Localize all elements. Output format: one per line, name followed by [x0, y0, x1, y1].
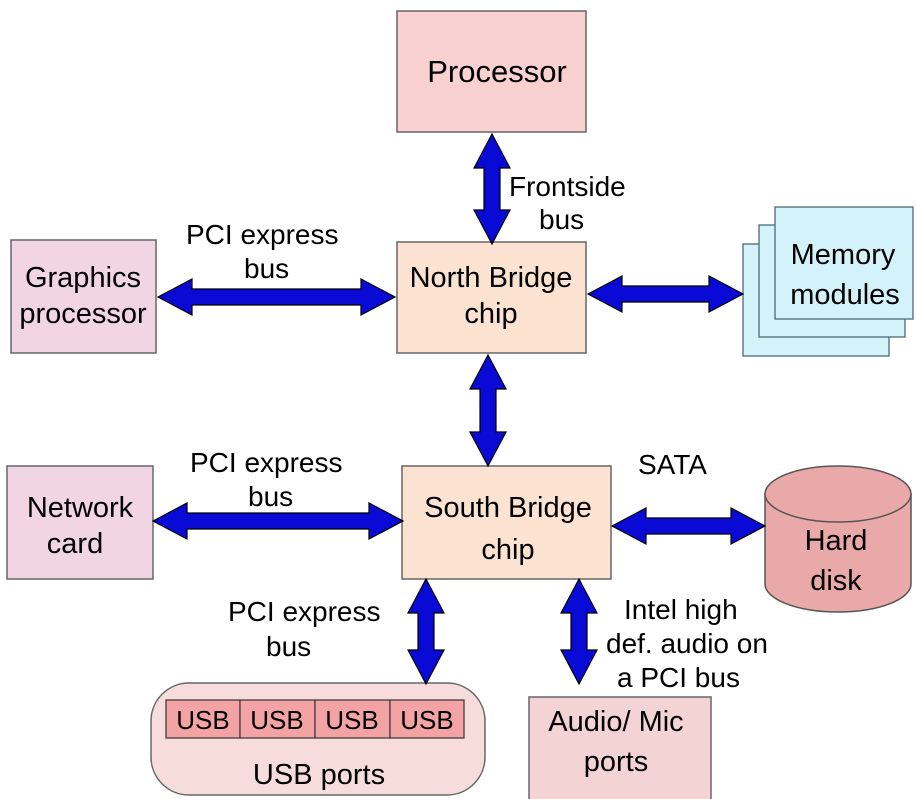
audio-mic-ports-box [528, 696, 712, 799]
graphics-pci-bus-label-line1: PCI express [186, 219, 339, 250]
north-bridge-label-line2: chip [464, 298, 517, 330]
usb-cell-3 [314, 699, 391, 739]
audio-bus-label-line1: Intel high [624, 594, 738, 625]
usb-ports-node: USB USB USB USB USB ports [150, 682, 486, 796]
audio-mic-ports-label-line2: ports [584, 746, 648, 778]
north-bridge-label-line1: North Bridge [410, 262, 573, 294]
frontside-bus-label-line1: Frontside [509, 171, 626, 202]
processor-box [396, 10, 587, 133]
audio-mic-ports-node: Audio/ Mic ports [528, 696, 712, 799]
network-pci-bus-label-line2: bus [248, 481, 293, 512]
north-bridge-node: North Bridge chip [396, 241, 587, 354]
audio-mic-ports-label-line1: Audio/ Mic [548, 706, 683, 738]
usb-pci-bus-label-line1: PCI express [228, 596, 381, 627]
usb-pci-bus-arrow [407, 577, 445, 686]
graphics-pci-bus-label-line2: bus [244, 253, 289, 284]
usb-cell-1-label: USB [176, 705, 229, 735]
hard-disk-label-line1: Hard [805, 525, 868, 557]
network-pci-bus-arrow [151, 502, 405, 540]
network-card-label-line2: card [47, 528, 103, 560]
south-bridge-box [401, 465, 612, 580]
usb-ports-label: USB ports [253, 759, 385, 791]
audio-bus-label-line3: a PCI bus [617, 662, 740, 693]
south-bridge-node: South Bridge chip [401, 465, 612, 580]
graphics-processor-label-line2: processor [19, 298, 147, 330]
frontside-bus-arrow [473, 132, 511, 246]
memory-bus-arrow [586, 275, 745, 313]
north-bridge-box [396, 241, 587, 354]
network-card-box [6, 465, 154, 580]
graphics-processor-node: Graphics processor [10, 239, 157, 354]
usb-cell-2 [239, 699, 316, 739]
edge-labels: Frontside bus PCI express bus PCI expres… [186, 171, 768, 693]
hard-disk-body [764, 493, 912, 613]
memory-label-line2: modules [790, 279, 900, 311]
south-bridge-label-line1: South Bridge [424, 492, 592, 524]
audio-bus-arrow [560, 577, 598, 686]
hard-disk-label-line2: disk [810, 565, 862, 597]
sata-bus-arrow [610, 507, 767, 545]
memory-module-front [774, 206, 914, 320]
usb-cell-4 [389, 699, 465, 739]
usb-cells: USB USB USB USB [165, 699, 465, 739]
usb-cell-4-label: USB [400, 705, 453, 735]
processor-label: Processor [427, 54, 567, 89]
memory-label-line1: Memory [791, 239, 896, 271]
network-card-label-line1: Network [27, 492, 134, 524]
hard-disk-top [764, 465, 912, 523]
usb-cell-3-label: USB [325, 705, 378, 735]
graphics-pci-bus-arrow [156, 278, 397, 316]
usb-pci-bus-label-line2: bus [266, 631, 311, 662]
usb-cell-2-label: USB [250, 705, 303, 735]
bus-arrows [151, 132, 767, 686]
network-pci-bus-label-line1: PCI express [190, 447, 343, 478]
graphics-processor-box [10, 239, 157, 354]
processor-node: Processor [396, 10, 587, 133]
usb-cell-1 [165, 699, 241, 739]
frontside-bus-label-line2: bus [539, 204, 584, 235]
graphics-processor-label-line1: Graphics [25, 262, 141, 294]
north-south-bridge-arrow [469, 353, 507, 468]
hard-disk-node: Hard disk [764, 465, 912, 613]
network-card-node: Network card [6, 465, 154, 580]
memory-modules-node: Memory modules [742, 206, 914, 357]
sata-label: SATA [638, 449, 707, 480]
audio-bus-label-line2: def. audio on [606, 628, 768, 659]
south-bridge-label-line2: chip [481, 534, 534, 566]
